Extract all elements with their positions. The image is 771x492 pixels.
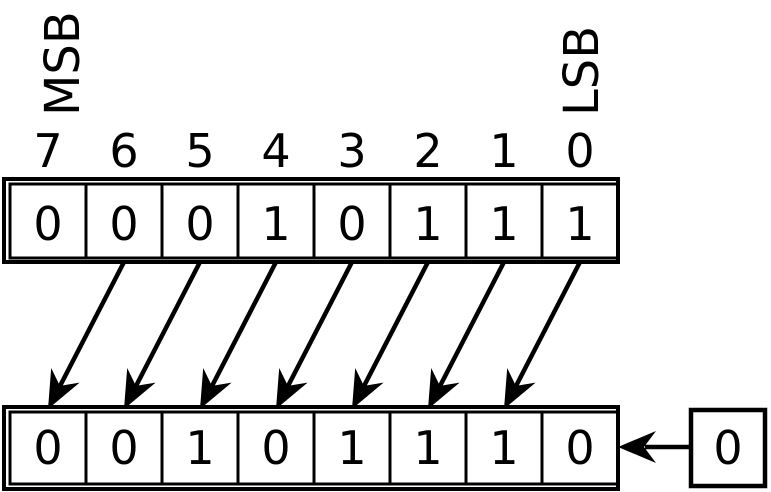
source-register-bit-3: 0	[337, 197, 366, 251]
shift-arrow-line	[286, 260, 354, 388]
result-register-bit-3: 1	[337, 421, 366, 475]
shift-arrow-head	[276, 368, 308, 409]
bit-position-label-7: 7	[33, 124, 62, 178]
carry-in-box	[688, 407, 768, 489]
result-register-bit-7: 0	[33, 421, 62, 475]
shift-arrow-head	[48, 368, 80, 409]
shift-arrow-line	[58, 260, 126, 388]
shift-arrow-head	[352, 368, 384, 409]
carry-in-bit: 0	[713, 421, 742, 475]
shift-arrow-head	[200, 368, 232, 409]
shift-arrow-head	[124, 368, 156, 409]
result-register-bit-2: 1	[413, 421, 442, 475]
lsb-label: LSB	[554, 26, 610, 116]
source-register-bit-6: 0	[109, 197, 138, 251]
bit-position-label-2: 2	[413, 124, 442, 178]
bit-position-label-3: 3	[337, 124, 366, 178]
result-register-outline	[2, 405, 620, 491]
shift-arrow-line	[134, 260, 202, 388]
bit-position-label-1: 1	[489, 124, 518, 178]
result-register-bit-1: 1	[489, 421, 518, 475]
source-register-cell-0	[540, 182, 620, 260]
bit-position-label-6: 6	[109, 124, 138, 178]
shift-arrow-line	[210, 260, 278, 388]
result-register-bit-0: 0	[565, 421, 594, 475]
result-register-bit-5: 1	[185, 421, 214, 475]
bit-position-label-0: 0	[565, 124, 594, 178]
source-register-bit-0: 1	[565, 197, 594, 251]
carry-arrow-head	[618, 431, 656, 463]
source-register-outline	[2, 177, 620, 264]
bit-position-label-4: 4	[261, 124, 290, 178]
bit-position-label-5: 5	[185, 124, 214, 178]
shift-arrow-head	[428, 368, 460, 409]
result-register-bit-6: 0	[109, 421, 138, 475]
shift-arrow-line	[514, 260, 582, 388]
source-register-bit-4: 1	[261, 197, 290, 251]
result-register-bit-4: 0	[261, 421, 290, 475]
shift-arrow-line	[362, 260, 430, 388]
source-register-bit-1: 1	[489, 197, 518, 251]
shift-arrow-head	[504, 368, 536, 409]
source-register-bit-5: 0	[185, 197, 214, 251]
source-register-bit-7: 0	[33, 197, 62, 251]
shift-arrow-line	[438, 260, 506, 388]
source-register-bit-2: 1	[413, 197, 442, 251]
result-register-cell-0	[540, 410, 620, 486]
msb-label: MSB	[35, 11, 91, 116]
